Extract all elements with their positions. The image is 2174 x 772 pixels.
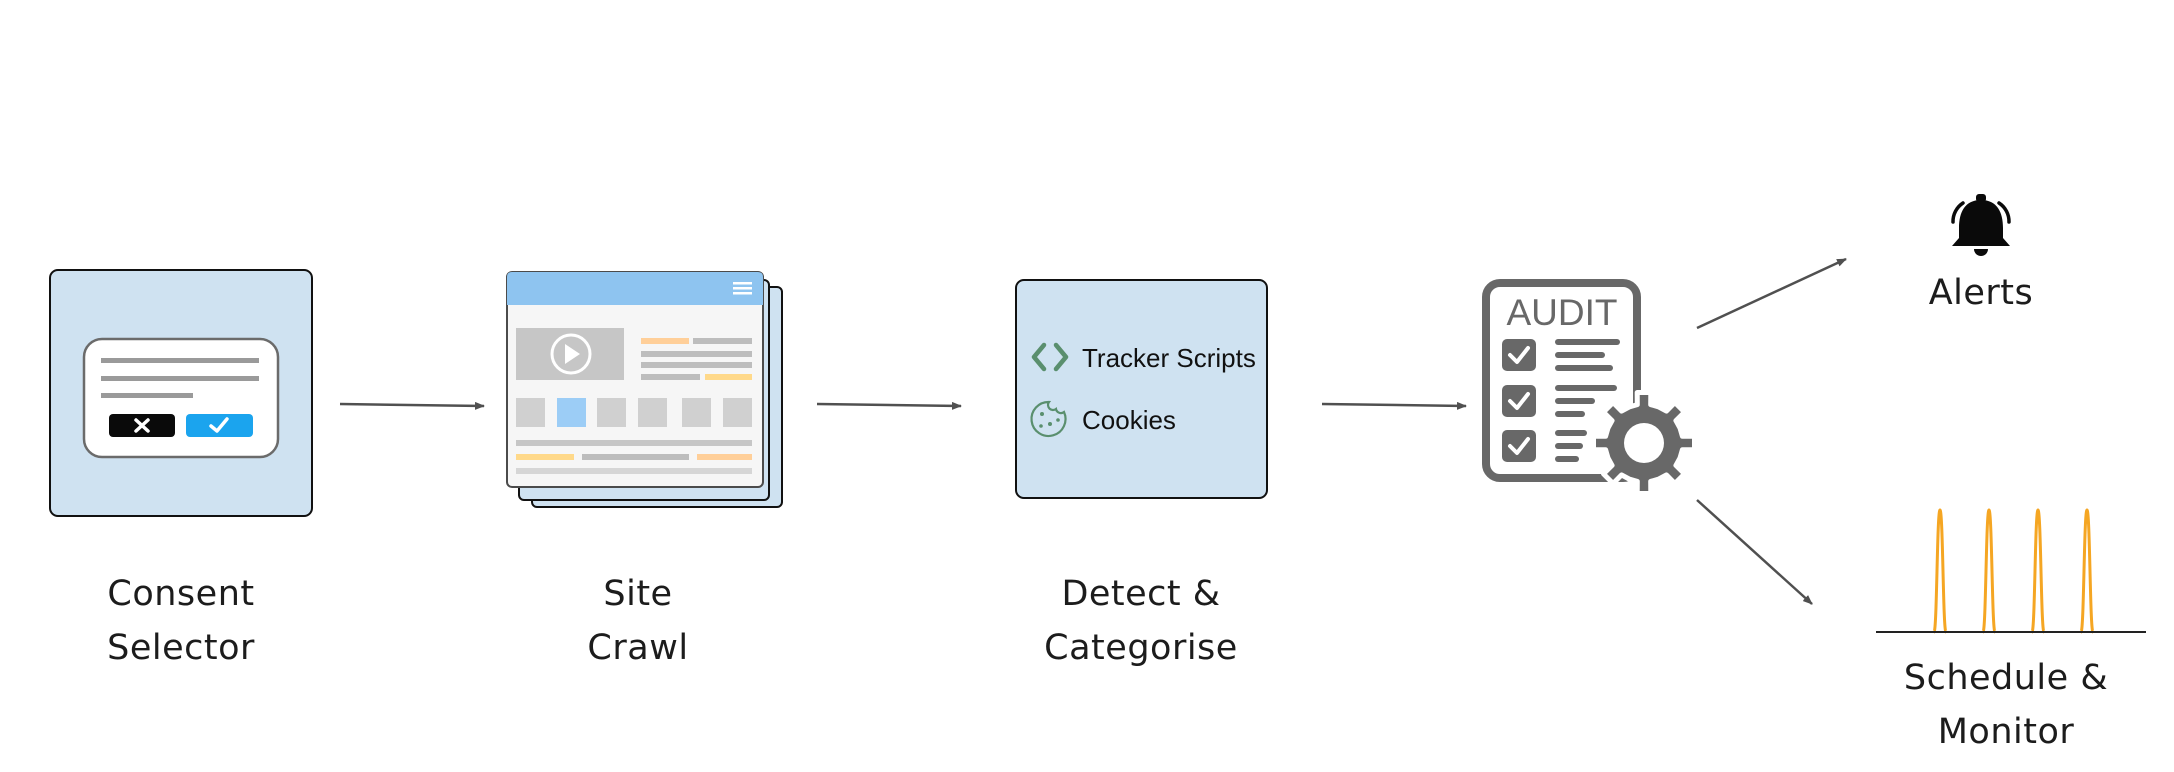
checkbox-icon — [1502, 339, 1536, 371]
checkbox-icon — [1502, 385, 1536, 417]
crawl-label-line1: Site — [603, 574, 673, 614]
menu-icon — [733, 282, 752, 295]
tracker-scripts-label: Tracker Scripts — [1082, 343, 1256, 373]
monitor-spikes — [1932, 508, 2095, 634]
monitor-label-line1: Schedule & — [1903, 658, 2109, 698]
accept-button — [186, 414, 253, 437]
site-crawl-icon — [506, 271, 783, 508]
detect-categorise-label: Detect & Categorise — [1021, 567, 1261, 675]
monitor-label-line2: Monitor — [1937, 712, 2075, 752]
monitor-chart — [1876, 508, 2146, 634]
consent-label-line1: Consent — [107, 574, 255, 614]
cookie-icon — [1030, 400, 1067, 438]
audit-badge: AUDIT — [1507, 292, 1618, 333]
code-brackets-icon — [1031, 342, 1069, 372]
alerts-label-text: Alerts — [1928, 273, 2034, 313]
detect-panel: Tracker Scripts Cookies — [1015, 279, 1268, 499]
alerts-label: Alerts — [1861, 266, 2101, 320]
arrow-consent-to-crawl — [339, 401, 485, 410]
detect-label-line1: Detect & — [1061, 574, 1221, 614]
arrow-audit-to-alerts — [1696, 257, 1847, 330]
schedule-monitor-label: Schedule & Monitor — [1886, 651, 2126, 759]
consent-selector-label: Consent Selector — [61, 567, 301, 675]
site-crawl-label: Site Crawl — [518, 567, 758, 675]
arrow-detect-to-audit — [1321, 401, 1467, 410]
detect-label-line2: Categorise — [1044, 628, 1238, 668]
consent-label-line2: Selector — [107, 628, 255, 668]
bell-icon — [1951, 194, 2011, 256]
consent-dialog — [82, 337, 280, 459]
gear-hole — [1624, 423, 1664, 463]
checkbox-icon — [1502, 430, 1536, 462]
gear-icon — [1591, 390, 1697, 496]
consent-selector-panel — [49, 269, 313, 517]
play-icon — [550, 333, 592, 375]
reject-icon — [134, 418, 150, 433]
audit-icon: AUDIT — [1482, 279, 1697, 496]
browser-window — [506, 271, 764, 488]
crawl-label-line2: Crawl — [587, 628, 689, 668]
arrow-audit-to-monitor — [1696, 499, 1813, 605]
reject-button — [109, 414, 175, 437]
accept-icon — [209, 417, 229, 433]
arrow-crawl-to-detect — [816, 401, 962, 410]
cookies-label: Cookies — [1082, 405, 1176, 435]
